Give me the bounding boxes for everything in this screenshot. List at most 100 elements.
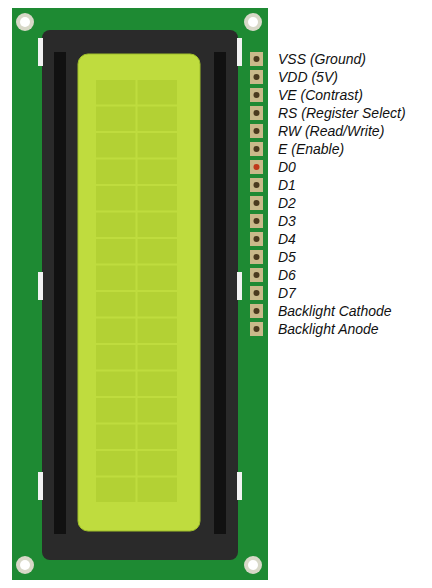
character-cell <box>96 239 136 264</box>
bezel-tab <box>38 272 43 300</box>
pin-pad <box>250 286 263 300</box>
character-cell <box>138 133 178 158</box>
pin-pad <box>250 88 263 102</box>
mounting-hole <box>248 560 258 570</box>
character-cell <box>96 319 136 344</box>
character-cell <box>138 213 178 238</box>
pin-pad <box>250 214 263 228</box>
pin-pad <box>250 268 263 282</box>
mounting-hole <box>248 17 258 27</box>
pin-label: E (Enable) <box>278 140 344 158</box>
bezel-tab <box>38 472 43 500</box>
character-cell <box>138 345 178 370</box>
character-cell <box>96 160 136 185</box>
character-cell <box>138 478 178 503</box>
pin-label: D7 <box>278 284 296 302</box>
character-cell <box>96 372 136 397</box>
character-cell <box>138 107 178 132</box>
mounting-hole <box>20 560 30 570</box>
pin-hole <box>254 326 260 332</box>
character-cell <box>138 398 178 423</box>
mounting-hole <box>16 556 34 574</box>
pin-label: Backlight Cathode <box>278 302 392 320</box>
pin-hole <box>254 56 260 62</box>
character-cell <box>138 239 178 264</box>
pin-hole <box>254 254 260 260</box>
pin-label: VE (Contrast) <box>278 86 363 104</box>
pin-label: D4 <box>278 230 296 248</box>
character-cell <box>96 213 136 238</box>
mounting-holes <box>16 13 262 574</box>
pin-pad <box>250 304 263 318</box>
bezel-strip <box>214 52 226 534</box>
pin-pad <box>250 70 263 84</box>
pin-label: RW (Read/Write) <box>278 122 384 140</box>
character-cell <box>138 266 178 291</box>
mounting-hole <box>244 13 262 31</box>
pin-pad <box>250 232 263 246</box>
character-cell <box>96 186 136 211</box>
character-cell <box>96 478 136 503</box>
character-cell <box>96 133 136 158</box>
pin-hole <box>254 92 260 98</box>
character-cell <box>138 186 178 211</box>
pin-pad <box>250 160 263 174</box>
pin-pad <box>250 142 263 156</box>
mounting-hole <box>20 17 30 27</box>
pin-pad <box>250 250 263 264</box>
character-cell <box>96 425 136 450</box>
pin-hole <box>254 128 260 134</box>
character-cell <box>96 398 136 423</box>
pin-hole <box>254 218 260 224</box>
pin-hole <box>254 236 260 242</box>
bezel-tab <box>38 38 43 66</box>
character-cell <box>96 107 136 132</box>
character-cell <box>138 451 178 476</box>
character-cell <box>96 266 136 291</box>
pin-hole <box>254 308 260 314</box>
display-bezel <box>42 30 238 560</box>
pin-hole <box>254 200 260 206</box>
pin-label: D0 <box>278 158 296 176</box>
lcd-screen <box>78 54 200 531</box>
bezel-tab <box>237 472 242 500</box>
character-cell <box>138 372 178 397</box>
character-cell <box>96 345 136 370</box>
character-cell <box>96 451 136 476</box>
pin-header <box>250 52 263 336</box>
character-cell <box>138 160 178 185</box>
bezel-tabs <box>38 38 242 500</box>
pin-pad <box>250 196 263 210</box>
character-cell <box>96 292 136 317</box>
character-grid <box>96 80 177 502</box>
pin-pad <box>250 124 263 138</box>
character-cell <box>138 425 178 450</box>
character-cell <box>138 319 178 344</box>
pin-hole <box>254 290 260 296</box>
character-cell <box>96 80 136 105</box>
mounting-hole <box>16 13 34 31</box>
pin-pad <box>250 52 263 66</box>
pin-hole <box>254 182 260 188</box>
pin-label: Backlight Anode <box>278 320 379 338</box>
character-cell <box>138 292 178 317</box>
pin-label: D5 <box>278 248 296 266</box>
pin-label: D6 <box>278 266 296 284</box>
pin-pad <box>250 178 263 192</box>
pin-hole <box>254 164 260 170</box>
pin-pad <box>250 322 263 336</box>
pcb-board <box>12 8 268 580</box>
pin-pad <box>250 106 263 120</box>
bezel-strip <box>54 52 66 534</box>
bezel-tab <box>237 38 242 66</box>
pin-hole <box>254 146 260 152</box>
pin-label: VDD (5V) <box>278 68 338 86</box>
character-cell <box>138 80 178 105</box>
bezel-tab <box>237 272 242 300</box>
pin-label: D2 <box>278 194 296 212</box>
pin-hole <box>254 74 260 80</box>
mounting-hole <box>244 556 262 574</box>
pin-hole <box>254 272 260 278</box>
pin-label: VSS (Ground) <box>278 50 366 68</box>
